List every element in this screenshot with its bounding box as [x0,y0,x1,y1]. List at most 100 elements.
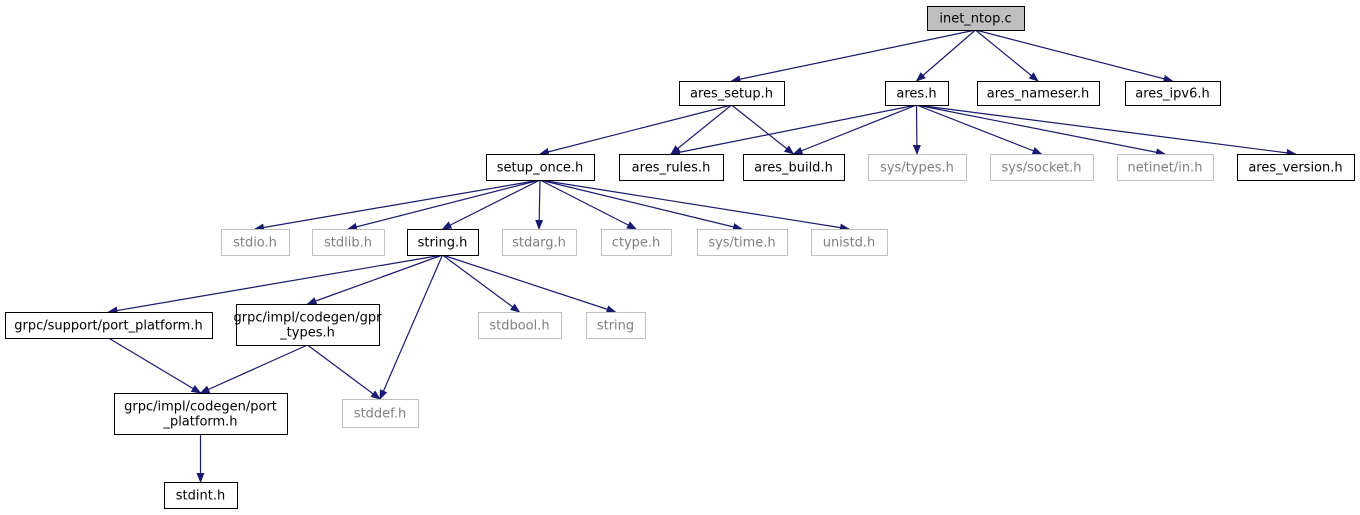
node-box [342,399,419,428]
node-label: ares_ipv6.h [1135,87,1210,102]
node-sys-time-h: sys/time.h [697,229,788,256]
edge-ares-h-to-sys-types-h [912,104,921,155]
node-label: ares_build.h [754,161,833,176]
edge-ares-h-to-ares-version-h [916,104,1297,157]
edge-setup-once-h-to-sys-time-h [539,179,743,231]
node-ares-version-h[interactable]: ares_version.h [1237,154,1355,181]
node-box [221,229,290,256]
node-box [5,312,213,339]
edge-string-h-to-stddef-h [379,254,444,400]
node-stdlib-h: stdlib.h [312,229,385,256]
node-box [1125,81,1221,106]
node-box [679,81,785,106]
edge-grpc-impl-codegen-gpr-types-h-to-grpc-impl-codegen-port-platform-h [199,344,308,394]
node-label: stdarg.h [512,236,566,251]
node-label: sys/time.h [708,236,775,251]
edge-ares-h-to-sys-socket-h [916,104,1043,155]
edge-ares-setup-h-to-ares-rules-h [670,104,732,155]
node-box [312,229,385,256]
node-ares-build-h[interactable]: ares_build.h [743,154,845,181]
node-ares-rules-h[interactable]: ares_rules.h [619,154,724,181]
node-label: stdint.h [176,489,225,504]
node-box [478,312,562,339]
edge-setup-once-h-to-stdio-h [254,179,541,232]
edge-ares-h-to-ares-rules-h [670,104,917,157]
node-label: grpc/impl/codegen/gpr [234,311,383,326]
node-label: stdio.h [233,236,277,251]
node-stdint-h[interactable]: stdint.h [164,482,238,509]
node-label: _types.h [279,326,335,341]
edge-setup-once-h-to-string-h [441,179,541,230]
node-unistd-h: unistd.h [811,229,888,256]
edge-setup-once-h-to-stdarg-h [535,179,544,230]
node-box [990,154,1094,181]
node-grpc-impl-codegen-gpr-types-h[interactable]: grpc/impl/codegen/gpr_types.h [234,304,383,346]
node-stdio-h: stdio.h [221,229,290,256]
edges-layer [107,29,1297,483]
node-ares-ipv6-h[interactable]: ares_ipv6.h [1125,81,1221,106]
node-grpc-impl-codegen-port-platform-h[interactable]: grpc/impl/codegen/port_platform.h [114,393,288,435]
edge-string-h-to-string [442,254,617,313]
node-box [486,154,595,181]
edge-inet-ntop-c-to-ares-h [915,29,976,82]
node-setup-once-h[interactable]: setup_once.h [486,154,595,181]
node-label: unistd.h [823,236,876,251]
edge-setup-once-h-to-stdlib-h [347,179,541,231]
node-netinet-in-h: netinet/in.h [1117,154,1214,181]
edge-inet-ntop-c-to-ares-ipv6-h [975,29,1174,83]
node-ares-h[interactable]: ares.h [885,81,949,106]
node-sys-socket-h: sys/socket.h [990,154,1094,181]
node-label: sys/socket.h [1001,161,1081,176]
node-stdbool-h: stdbool.h [478,312,562,339]
node-label: string.h [418,236,468,251]
node-grpc-support-port-platform-h[interactable]: grpc/support/port_platform.h [5,312,213,339]
edge-ares-setup-h-to-setup-once-h [539,104,732,156]
node-stddef-h: stddef.h [342,399,419,428]
edge-setup-once-h-to-ctype-h [539,179,637,230]
node-label: grpc/impl/codegen/port [124,400,277,415]
node-box [407,229,479,256]
node-label: grpc/support/port_platform.h [14,319,202,334]
node-stdarg-h: stdarg.h [502,229,577,256]
node-label: _platform.h [162,415,237,430]
edge-grpc-impl-codegen-gpr-types-h-to-stddef-h [307,344,381,400]
node-label: stddef.h [354,407,406,422]
node-label: ares_rules.h [632,161,711,176]
node-label: ctype.h [612,236,661,251]
node-box [743,154,845,181]
node-box [619,154,724,181]
node-label: ares.h [896,87,936,102]
node-box [927,6,1025,31]
node-label: stdbool.h [489,319,549,334]
node-label: sys/types.h [880,161,954,176]
node-ares-nameser-h[interactable]: ares_nameser.h [977,81,1100,106]
node-label: string [597,319,634,334]
edge-inet-ntop-c-to-ares-setup-h [730,29,976,84]
edge-ares-setup-h-to-ares-build-h [731,104,795,155]
node-label: setup_once.h [497,161,584,176]
node-label: ares_setup.h [690,87,773,102]
node-box [977,81,1100,106]
node-box [114,393,288,435]
node-label: inet_ntop.c [939,12,1011,27]
edge-inet-ntop-c-to-ares-nameser-h [975,29,1039,82]
node-box [1117,154,1214,181]
node-string: string [586,312,646,339]
node-label: stdlib.h [324,236,372,251]
node-inet-ntop-c[interactable]: inet_ntop.c [927,6,1025,31]
node-ares-setup-h[interactable]: ares_setup.h [679,81,785,106]
node-label: ares_nameser.h [987,87,1089,102]
node-box [697,229,788,256]
edge-ares-h-to-ares-build-h [792,104,917,155]
node-box [868,154,967,181]
node-ctype-h: ctype.h [601,229,672,256]
nodes-layer: inet_ntop.c ares_setup.h ares.h ares_namese… [5,6,1355,509]
node-box [236,304,380,346]
edge-grpc-support-port-platform-h-to-grpc-impl-codegen-port-platform-h [108,337,202,394]
node-box [885,81,949,106]
node-box [1237,154,1355,181]
node-string-h[interactable]: string.h [407,229,479,256]
edge-string-h-to-grpc-support-port-platform-h [107,254,443,315]
node-box [601,229,672,256]
